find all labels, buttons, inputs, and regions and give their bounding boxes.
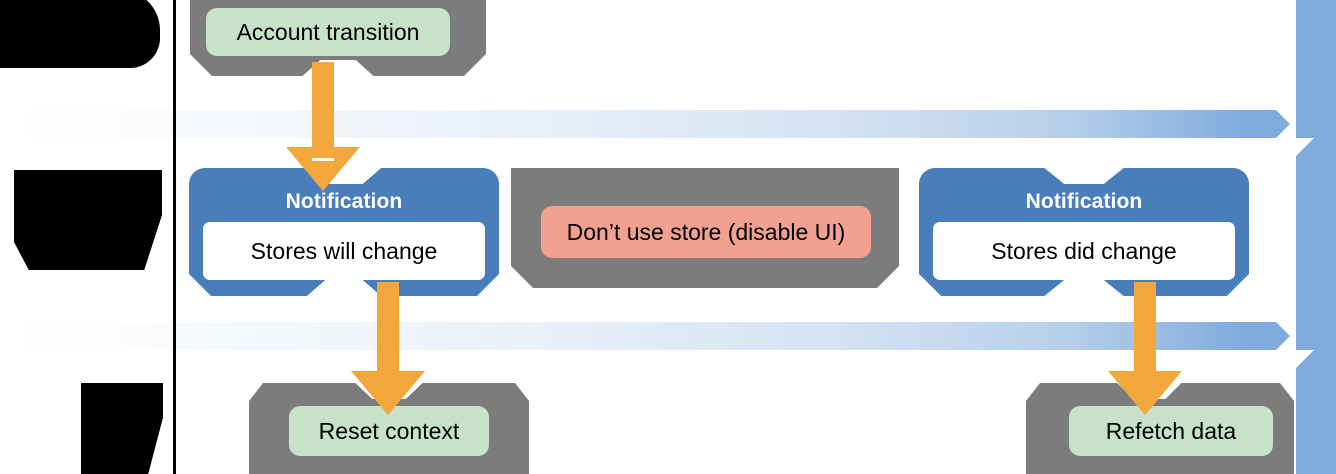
swimlane-band-bottom-tail: [1244, 322, 1290, 350]
swimlane-band-top-tail: [1244, 110, 1290, 138]
node-reset-context[interactable]: Reset context: [289, 406, 489, 456]
lane-divider-rule: [173, 0, 176, 474]
node-account-transition[interactable]: Account transition: [206, 8, 450, 56]
arrow-shaft-did-change-to-refetch: [1134, 282, 1156, 386]
swimlane-band-bottom: [0, 322, 1244, 350]
right-blue-column-upper: [1296, 110, 1336, 138]
right-blue-column-lower: [1296, 322, 1336, 350]
notification-header-will-change: Notification: [285, 190, 403, 213]
redaction-block-top: [0, 0, 160, 68]
node-dont-use-store[interactable]: Don’t use store (disable UI): [541, 206, 871, 258]
right-blue-column-middle: [1296, 138, 1336, 322]
arrow-shaft-will-change-to-reset: [377, 282, 399, 386]
arrow-shaft-transition-to-will-change: [312, 62, 334, 158]
redaction-block-middle: [14, 170, 162, 270]
notification-header-did-change: Notification: [1025, 190, 1143, 213]
node-stores-will-change[interactable]: Notification Stores will change: [189, 168, 499, 296]
node-stores-did-change[interactable]: Notification Stores did change: [919, 168, 1249, 296]
right-blue-column-bottom: [1296, 350, 1336, 474]
notification-body-did-change: Stores did change: [933, 222, 1235, 280]
swimlane-band-top: [0, 110, 1244, 138]
right-blue-column-top: [1296, 0, 1336, 110]
notification-body-will-change: Stores will change: [203, 222, 485, 280]
redaction-block-bottom: [81, 383, 163, 474]
node-refetch-data[interactable]: Refetch data: [1069, 406, 1273, 456]
